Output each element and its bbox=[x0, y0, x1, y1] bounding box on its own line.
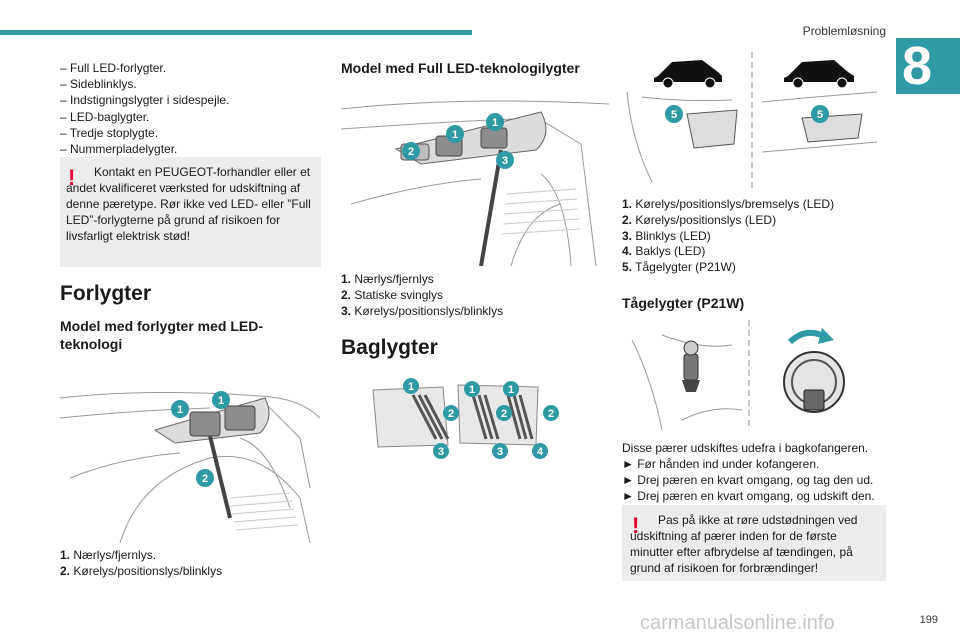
car-silhouette-icon bbox=[654, 60, 722, 89]
legend-item: 2. Kørelys/positionslys/blinklys bbox=[60, 563, 223, 578]
header-accent-bar bbox=[0, 30, 472, 35]
callout-badge: 2 bbox=[496, 405, 512, 421]
callout-badge: 3 bbox=[496, 151, 514, 169]
rear-lights-illustration: 1 1 1 2 2 2 3 3 4 bbox=[372, 378, 559, 459]
baglygter-heading: Baglygter bbox=[341, 336, 438, 359]
callout-badge: 3 bbox=[433, 443, 449, 459]
callout-badge: 1 bbox=[486, 113, 504, 131]
callout-label: 1 bbox=[177, 404, 183, 416]
callout-badge: 1 bbox=[403, 378, 419, 394]
callout-badge: 1 bbox=[503, 381, 519, 397]
legend-item: 3. Blinklys (LED) bbox=[622, 228, 711, 243]
legend-item: 1. Nærlys/fjernlys bbox=[341, 272, 434, 286]
callout-label: 2 bbox=[548, 408, 554, 420]
led-model-heading: Model med forlygter med LED-teknologi bbox=[60, 318, 264, 352]
rotate-arrow-icon bbox=[787, 328, 834, 345]
full-led-legend: 1. Nærlys/fjernlys 2. Statiske svinglys … bbox=[341, 272, 609, 319]
led-headlight-legend: 1. Nærlys/fjernlys. 2. Kørelys/positions… bbox=[60, 548, 320, 580]
step-item: ► Drej pæren en kvart omgang, og tag den… bbox=[622, 473, 874, 487]
callout-badge: 2 bbox=[543, 405, 559, 421]
legend-item: 2. Statiske svinglys bbox=[341, 287, 444, 302]
callout-label: 4 bbox=[537, 446, 544, 458]
callout-badge: 4 bbox=[532, 443, 548, 459]
full-led-heading: Model med Full LED-teknologilygter bbox=[341, 60, 580, 76]
fog-light-location-figure: 5 5 bbox=[622, 52, 886, 192]
callout-label: 3 bbox=[497, 446, 503, 458]
watermark: carmanualsonline.info bbox=[640, 612, 835, 634]
arrow-bullet-icon: ► bbox=[622, 457, 638, 471]
fog-intro-text: Disse pærer udskiftes udefra i bagkofang… bbox=[622, 441, 869, 455]
callout-badge: 2 bbox=[402, 142, 420, 160]
list-item: Nummerpladelygter. bbox=[60, 141, 229, 157]
callout-badge: 5 bbox=[811, 105, 829, 123]
step-item: ► Drej pæren en kvart omgang, og udskift… bbox=[622, 489, 875, 503]
fog-bulb-replacement-figure bbox=[622, 320, 876, 430]
warning-icon: ! bbox=[632, 513, 640, 538]
led-headlight-figure: 1 1 2 bbox=[60, 358, 320, 543]
bulb-icon bbox=[682, 340, 700, 392]
callout-label: 1 bbox=[492, 117, 498, 129]
callout-badge: 1 bbox=[464, 381, 480, 397]
list-item: Tredje stoplygte. bbox=[60, 125, 229, 141]
fog-light-location-illustration: 5 5 bbox=[626, 52, 878, 192]
callout-label: 1 bbox=[218, 395, 224, 407]
legend-item: 1. Kørelys/positionslys/bremselys (LED) bbox=[622, 197, 835, 211]
arrow-bullet-icon: ► bbox=[622, 473, 638, 487]
warning-text: Pas på ikke at røre udstødningen ved uds… bbox=[630, 513, 858, 575]
rear-lights-figure: 1 1 1 2 2 2 3 3 4 bbox=[368, 375, 568, 465]
legend-item: 2. Kørelys/positionslys (LED) bbox=[622, 212, 777, 227]
callout-label: 1 bbox=[469, 384, 475, 396]
callout-label: 2 bbox=[501, 408, 507, 420]
legend-item: 4. Baklys (LED) bbox=[622, 244, 706, 259]
exhaust-warning-note: ! Pas på ikke at røre udstødningen ved u… bbox=[622, 505, 886, 581]
full-led-headlight-illustration: 1 1 2 3 bbox=[341, 100, 609, 266]
callout-badge: 2 bbox=[196, 469, 214, 487]
callout-label: 1 bbox=[408, 381, 414, 393]
callout-badge: 5 bbox=[665, 105, 683, 123]
legend-item: 1. Nærlys/fjernlys. bbox=[60, 548, 157, 562]
chapter-number-tab: 8 bbox=[896, 38, 960, 94]
page-number: 199 bbox=[919, 614, 938, 626]
callout-badge: 1 bbox=[446, 125, 464, 143]
legend-item: 3. Kørelys/positionslys/blinklys bbox=[341, 303, 504, 318]
bulb-list: Full LED-forlygter. Sideblinklys. Indsti… bbox=[60, 60, 230, 157]
list-item: LED-baglygter. bbox=[60, 109, 229, 125]
fog-steps-list: ► Før hånden ind under kofangeren. ► Dre… bbox=[622, 456, 892, 504]
callout-label: 1 bbox=[452, 129, 458, 141]
callout-label: 1 bbox=[508, 384, 514, 396]
callout-label: 5 bbox=[671, 109, 677, 121]
callout-badge: 2 bbox=[443, 405, 459, 421]
warning-icon: ! bbox=[68, 165, 76, 190]
section-title: Problemløsning bbox=[802, 24, 886, 38]
list-item: Sideblinklys. bbox=[60, 76, 229, 92]
arrow-bullet-icon: ► bbox=[622, 489, 638, 503]
rear-lights-legend: 1. Kørelys/positionslys/bremselys (LED) … bbox=[622, 197, 892, 276]
callout-badge: 1 bbox=[212, 391, 230, 409]
callout-label: 3 bbox=[438, 446, 444, 458]
step-item: ► Før hånden ind under kofangeren. bbox=[622, 457, 820, 471]
callout-label: 2 bbox=[448, 408, 454, 420]
warning-note: ! Kontakt en PEUGEOT-forhandler eller et… bbox=[60, 157, 321, 267]
car-silhouette-icon bbox=[784, 60, 854, 89]
list-item: Indstigningslygter i sidespejle. bbox=[60, 92, 229, 108]
callout-label: 3 bbox=[502, 155, 508, 167]
forlygter-heading: Forlygter bbox=[60, 282, 152, 305]
callout-badge: 3 bbox=[492, 443, 508, 459]
callout-label: 2 bbox=[202, 473, 208, 485]
callout-badge: 1 bbox=[171, 400, 189, 418]
fog-lights-heading: Tågelygter (P21W) bbox=[622, 295, 745, 311]
fog-bulb-illustration bbox=[631, 320, 845, 430]
full-led-headlight-figure: 1 1 2 3 bbox=[341, 84, 609, 266]
led-headlight-illustration: 1 1 2 bbox=[60, 391, 320, 543]
bulb-holder-icon bbox=[783, 351, 845, 413]
callout-label: 2 bbox=[408, 146, 414, 158]
list-item: Full LED-forlygter. bbox=[60, 60, 229, 76]
warning-text: Kontakt en PEUGEOT-forhandler eller et a… bbox=[66, 165, 311, 243]
legend-item: 5. Tågelygter (P21W) bbox=[622, 260, 736, 275]
callout-label: 5 bbox=[817, 109, 823, 121]
